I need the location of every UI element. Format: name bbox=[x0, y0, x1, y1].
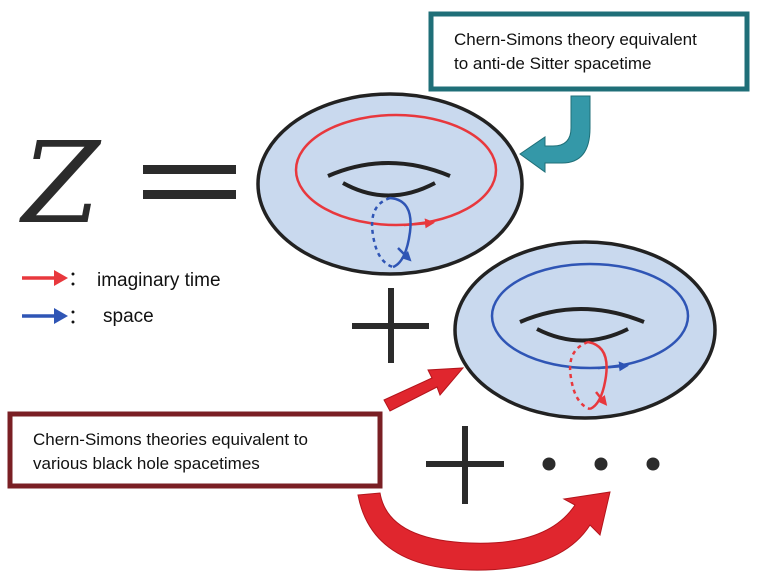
bottom-callout-border bbox=[7, 411, 383, 489]
legend-time-label: imaginary time bbox=[97, 270, 221, 291]
legend: ： imaginary time ： space bbox=[22, 268, 221, 328]
top-callout: Chern-Simons theory equivalent to anti-d… bbox=[428, 11, 750, 92]
partition-function-symbol: Z bbox=[19, 119, 102, 249]
blue-space-loop-2 bbox=[490, 262, 690, 370]
ellipsis-dots bbox=[542, 457, 660, 471]
legend-space-separator: ： bbox=[68, 306, 88, 328]
teal-pointer-arrow bbox=[519, 95, 591, 173]
plus-sign-2 bbox=[426, 426, 504, 504]
bottom-callout-line2: various black hole spacetimes bbox=[33, 454, 260, 473]
equals-sign bbox=[143, 165, 236, 199]
blue-space-loop bbox=[370, 196, 412, 269]
legend-item-space: ： space bbox=[22, 306, 154, 328]
torus-black-hole bbox=[453, 240, 717, 420]
legend-item-time: ： imaginary time bbox=[22, 268, 221, 291]
legend-time-separator: ： bbox=[68, 268, 88, 290]
bottom-callout: Chern-Simons theories equivalent to vari… bbox=[7, 411, 383, 489]
top-callout-border bbox=[428, 11, 750, 92]
red-time-loop bbox=[294, 113, 498, 227]
red-curved-arrow bbox=[357, 491, 611, 571]
red-pointer-arrow bbox=[383, 367, 465, 412]
torus-ads bbox=[256, 92, 524, 276]
red-time-loop-2 bbox=[568, 340, 608, 411]
bottom-callout-line1: Chern-Simons theories equivalent to bbox=[33, 430, 308, 449]
top-callout-line1: Chern-Simons theory equivalent bbox=[454, 30, 697, 49]
top-callout-line2: to anti-de Sitter spacetime bbox=[454, 54, 651, 73]
legend-space-label: space bbox=[103, 306, 154, 327]
plus-sign-1 bbox=[352, 288, 429, 363]
